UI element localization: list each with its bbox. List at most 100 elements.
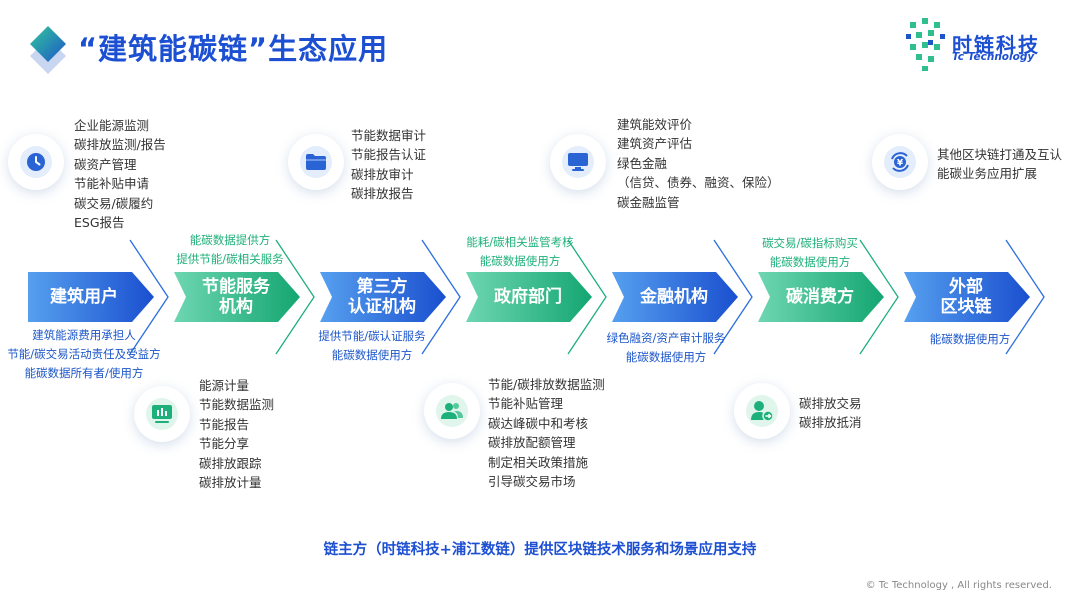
flow-connector-line	[275, 239, 315, 355]
flow-chevron	[320, 272, 446, 322]
list-item: 碳排放计量	[199, 474, 262, 490]
flow-node-label: 第三方 认证机构	[348, 277, 416, 317]
flow-node-label: 碳消费方	[786, 287, 854, 307]
flow-connector-line	[713, 239, 753, 355]
users-icon	[441, 403, 463, 419]
list-item: 碳资产管理	[74, 156, 137, 172]
list-item: 引导碳交易市场	[488, 473, 576, 489]
flow-node-label: 节能服务 机构	[202, 277, 270, 317]
label-line: 绿色融资/资产审计服务	[606, 331, 726, 345]
label-line: 能碳数据使用方	[625, 350, 707, 364]
list-item: 碳排放抵消	[799, 415, 862, 431]
list-item: 碳排放报告	[351, 186, 414, 202]
yuan-exchange-icon: ¥	[891, 152, 909, 172]
flow-connector-line	[859, 239, 899, 355]
card-icon-energy-service	[134, 386, 190, 442]
flow-connector-line	[567, 239, 607, 355]
flow-node-label: 政府部门	[494, 287, 562, 307]
label-line: 能碳数据使用方	[479, 254, 561, 268]
flow-label-below-external: 能碳数据使用方	[900, 330, 1040, 349]
flow-node-label: 外部 区块链	[940, 277, 992, 317]
flow-connector-line	[129, 239, 169, 355]
list-item: 节能数据审计	[351, 128, 427, 143]
label-line: 建筑能源费用承担人	[32, 328, 136, 342]
list-item: ESG报告	[74, 214, 125, 230]
list-item: 企业能源监测	[74, 118, 150, 133]
list-item: 碳排放交易	[799, 396, 862, 411]
flow-chevron	[758, 272, 884, 322]
flow-connector-line	[421, 239, 461, 355]
list-item: 碳交易/碳履约	[74, 195, 154, 211]
list-item: 节能报告	[199, 416, 250, 432]
flow-chevron	[28, 272, 154, 322]
card-icon-certification	[288, 134, 344, 190]
label-line: 能碳数据使用方	[331, 348, 413, 362]
label-line: 能碳数据使用方	[929, 332, 1011, 346]
company-logo-icon	[906, 18, 945, 71]
title-decoration-icon	[30, 26, 66, 74]
copyright-text: © Tc Technology , All rights reserved.	[865, 580, 1052, 591]
list-item: 能碳业务应用扩展	[937, 166, 1038, 182]
label-line: 能碳数据使用方	[769, 255, 851, 269]
list-certification-functions: 节能数据审计 节能报告认证 碳排放审计 碳排放报告	[351, 126, 426, 204]
flow-node-label: 建筑用户	[50, 287, 118, 307]
company-logo-name: 时链科技	[952, 33, 1040, 57]
label-line: 提供节能/碳认证服务	[318, 329, 426, 343]
card-icon-external: ¥	[872, 134, 928, 190]
list-government-functions: 节能/碳排放数据监测 节能补贴管理 碳达峰碳中和考核 碳排放配额管理 制定相关政…	[488, 375, 605, 491]
list-item: 节能分享	[199, 436, 250, 452]
list-consumer-functions: 碳排放交易 碳排放抵消	[799, 394, 862, 433]
flow-chevron	[612, 272, 738, 322]
svg-text:¥: ¥	[897, 159, 904, 169]
chart-board-icon	[152, 405, 172, 423]
list-item: 制定相关政策措施	[488, 454, 589, 470]
list-item: 节能数据监测	[199, 397, 275, 413]
label-line: 节能/碳交易活动责任及受益方	[7, 347, 161, 361]
card-icon-finance	[550, 134, 606, 190]
list-user-functions: 企业能源监测 碳排放监测/报告 碳资产管理 节能补贴申请 碳交易/碳履约 ESG…	[74, 116, 166, 232]
list-finance-functions: 建筑能效评价 建筑资产评估 绿色金融 （信贷、债券、融资、保险） 碳金融监管	[617, 115, 780, 212]
flow-label-above-government: 能耗/碳相关监管考核 能碳数据使用方	[450, 233, 590, 271]
monitor-icon	[568, 153, 588, 171]
flow-label-above-energy-service: 能碳数据提供方 提供节能/碳相关服务	[160, 231, 300, 269]
list-item: 建筑资产评估	[617, 136, 693, 152]
flow-label-below-finance: 绿色融资/资产审计服务 能碳数据使用方	[592, 329, 740, 367]
list-item: 节能报告认证	[351, 147, 427, 163]
label-line: 能碳数据提供方	[189, 233, 271, 247]
card-icon-user	[8, 134, 64, 190]
flow-chevron	[466, 272, 592, 322]
list-item: 建筑能效评价	[617, 117, 693, 132]
list-item: 碳排放审计	[351, 166, 414, 182]
list-energy-service-functions: 能源计量 节能数据监测 节能报告 节能分享 碳排放跟踪 碳排放计量	[199, 376, 274, 492]
list-item: （信贷、债券、融资、保险）	[617, 175, 780, 191]
list-item: 碳达峰碳中和考核	[488, 415, 589, 431]
list-item: 碳金融监管	[617, 194, 680, 210]
list-item: 节能补贴管理	[488, 396, 564, 412]
flow-chevron	[904, 272, 1030, 322]
list-item: 其他区块链打通及互认	[937, 147, 1063, 162]
list-external-functions: 其他区块链打通及互认 能碳业务应用扩展	[937, 145, 1062, 184]
flow-label-below-user: 建筑能源费用承担人 节能/碳交易活动责任及受益方 能碳数据所有者/使用方	[0, 326, 168, 383]
flow-label-above-consumer: 碳交易/碳指标购买 能碳数据使用方	[740, 234, 880, 272]
list-item: 能源计量	[199, 378, 250, 393]
label-line: 能碳数据所有者/使用方	[24, 366, 144, 380]
flow-chevron	[174, 272, 300, 322]
card-icon-consumer	[734, 383, 790, 439]
label-line: 碳交易/碳指标购买	[762, 236, 858, 250]
clock-icon	[27, 153, 45, 171]
flow-connector-line	[1005, 239, 1045, 355]
flow-node-label: 金融机构	[640, 287, 708, 307]
chain-owner-statement: 链主方（时链科技+浦江数链）提供区块链技术服务和场景应用支持	[323, 542, 757, 558]
list-item: 节能补贴申请	[74, 176, 150, 192]
label-line: 能耗/碳相关监管考核	[466, 235, 574, 249]
folder-icon	[306, 154, 326, 170]
list-item: 节能/碳排放数据监测	[488, 377, 605, 392]
list-item: 碳排放跟踪	[199, 455, 262, 471]
list-item: 碳排放监测/报告	[74, 137, 166, 153]
user-transfer-icon	[751, 401, 774, 422]
list-item: 绿色金融	[617, 155, 668, 171]
label-line: 提供节能/碳相关服务	[176, 252, 284, 266]
company-logo-subtitle: Tc Technology	[952, 51, 1035, 63]
